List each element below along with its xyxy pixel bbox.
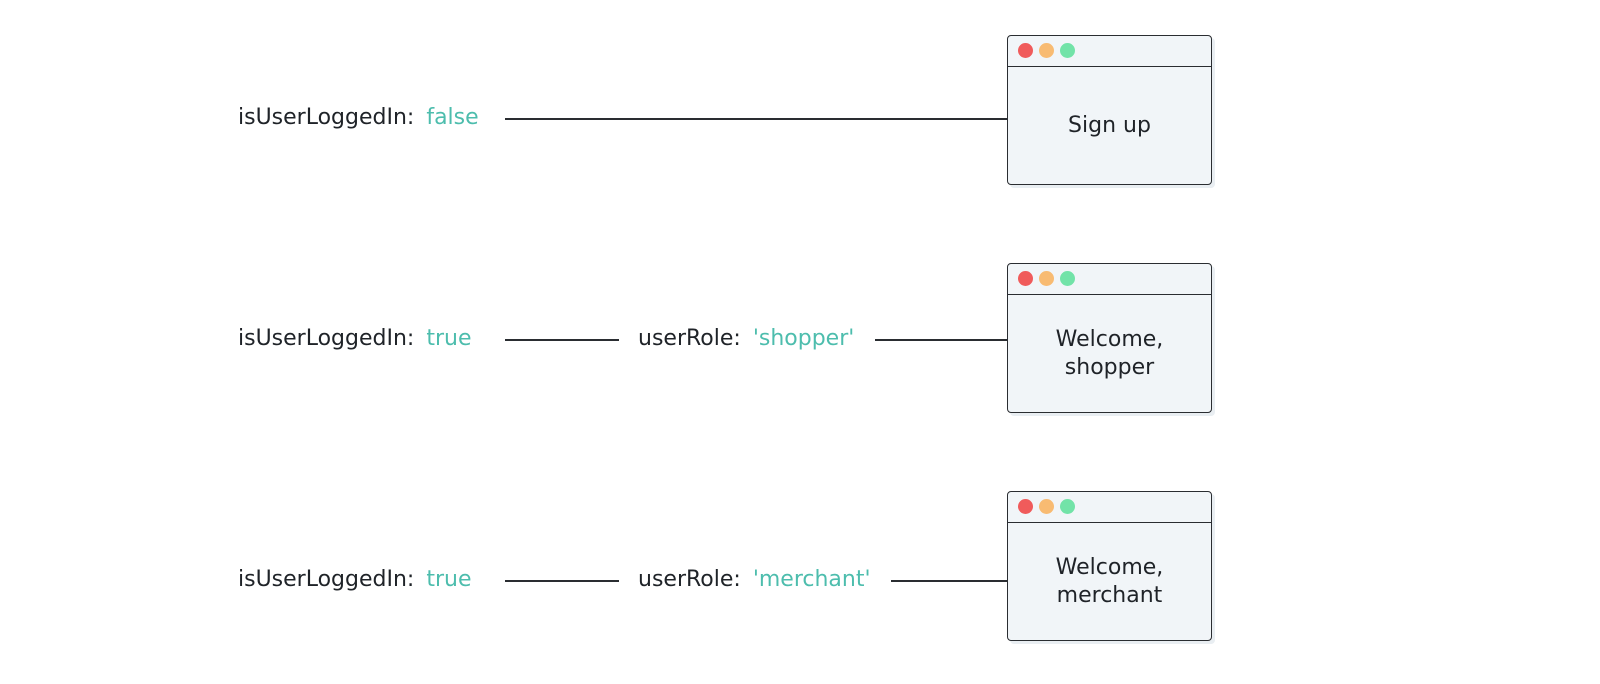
user-role-condition: userRole: 'shopper' <box>638 325 854 353</box>
maximize-dot-icon <box>1060 499 1075 514</box>
window-title-bar <box>1008 36 1211 67</box>
logged-in-value: true <box>426 326 472 351</box>
close-dot-icon <box>1018 43 1033 58</box>
window-title-bar <box>1008 264 1211 295</box>
minimize-dot-icon <box>1039 43 1054 58</box>
user-role-value: 'shopper' <box>752 326 855 351</box>
window-text: Sign up <box>1068 113 1151 138</box>
connector-line <box>891 580 1007 582</box>
logged-in-key: isUserLoggedIn: <box>238 326 415 351</box>
user-role-value: 'merchant' <box>752 567 871 592</box>
connector-line <box>505 339 619 341</box>
close-dot-icon <box>1018 499 1033 514</box>
minimize-dot-icon <box>1039 499 1054 514</box>
maximize-dot-icon <box>1060 271 1075 286</box>
close-dot-icon <box>1018 271 1033 286</box>
logged-in-key: isUserLoggedIn: <box>238 567 415 592</box>
logged-in-condition: isUserLoggedIn: true <box>238 566 471 594</box>
user-role-key: userRole: <box>638 567 741 592</box>
connector-line <box>875 339 1007 341</box>
merchant-window: Welcome, merchant <box>1007 491 1212 641</box>
logged-in-key: isUserLoggedIn: <box>238 105 415 130</box>
maximize-dot-icon <box>1060 43 1075 58</box>
logged-in-condition: isUserLoggedIn: true <box>238 325 471 353</box>
window-text: Welcome, shopper <box>1055 327 1164 380</box>
logged-in-value: false <box>426 105 479 130</box>
user-role-key: userRole: <box>638 326 741 351</box>
connector-line <box>505 118 1007 120</box>
minimize-dot-icon <box>1039 271 1054 286</box>
user-role-condition: userRole: 'merchant' <box>638 566 871 594</box>
connector-line <box>505 580 619 582</box>
logged-in-value: true <box>426 567 472 592</box>
signup-window: Sign up <box>1007 35 1212 185</box>
shopper-window: Welcome, shopper <box>1007 263 1212 413</box>
window-title-bar <box>1008 492 1211 523</box>
logged-in-condition: isUserLoggedIn: false <box>238 104 479 132</box>
window-text: Welcome, merchant <box>1055 555 1164 608</box>
